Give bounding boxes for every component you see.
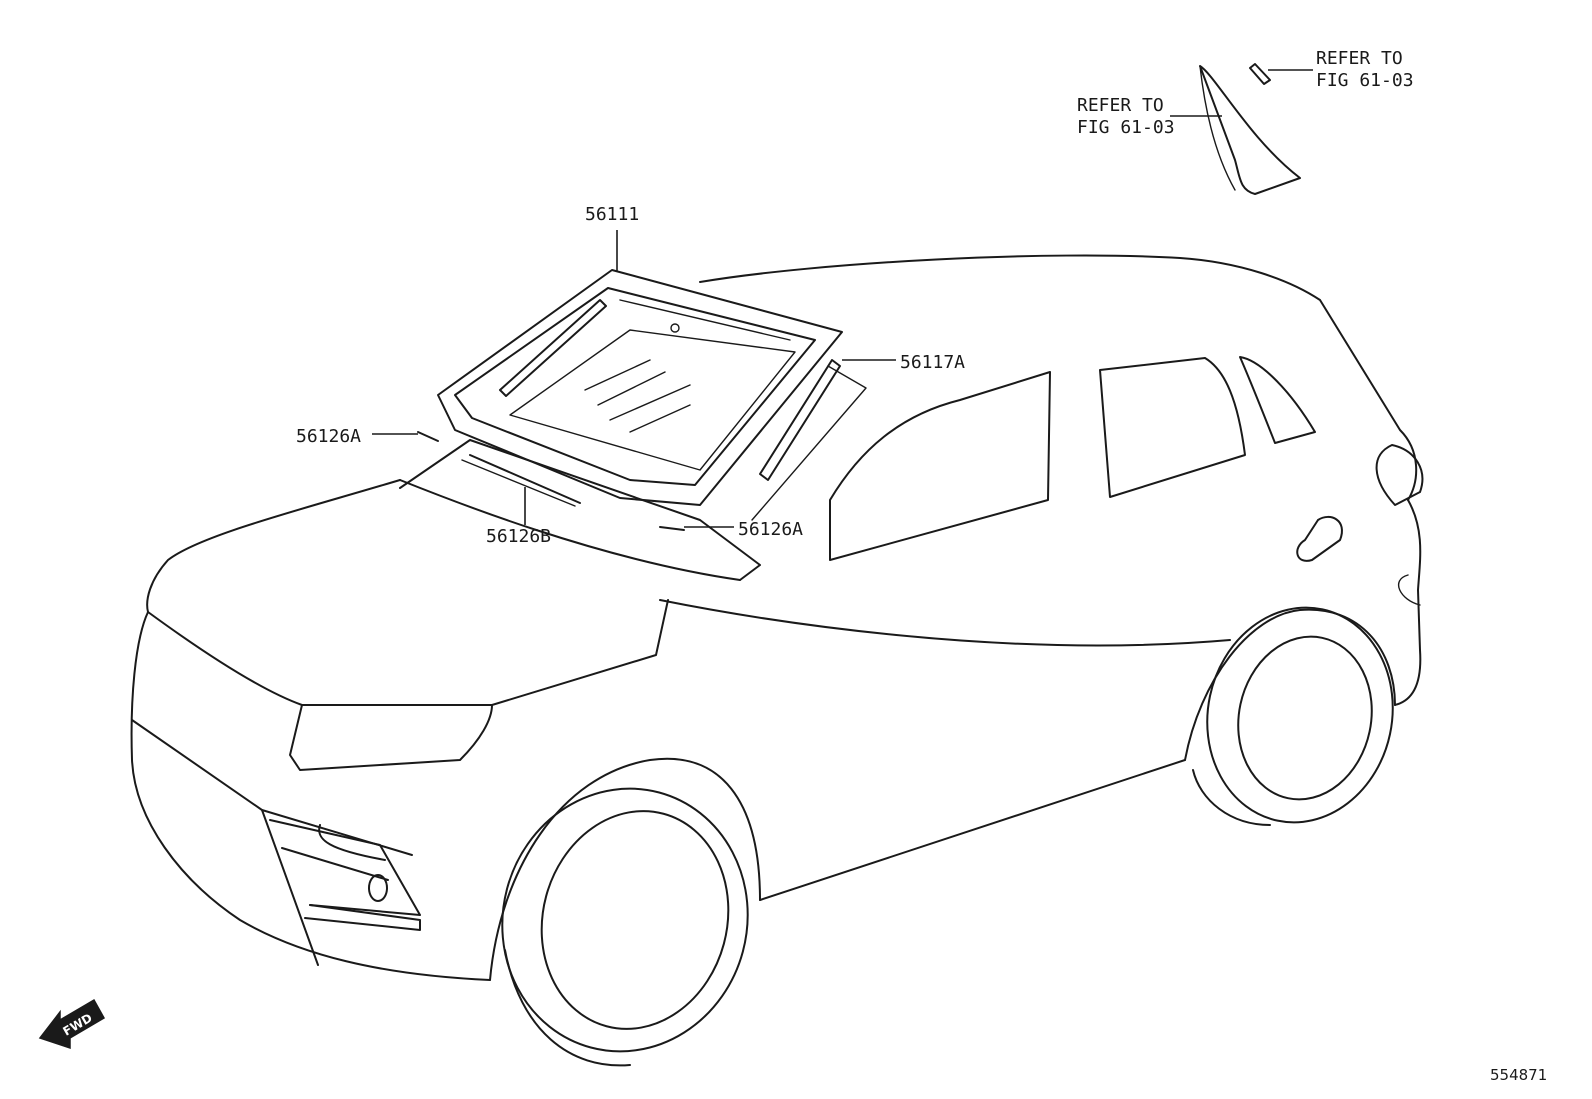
part-label-56126a-left[interactable]: 56126A <box>296 426 361 447</box>
windshield-glass[interactable] <box>437 269 843 506</box>
reference-line-1: REFER TO <box>1316 48 1403 69</box>
reference-line-2: FIG 61-03 <box>1077 117 1175 138</box>
side-molding[interactable] <box>751 359 867 521</box>
vehicle-outline <box>130 254 1424 1067</box>
quarter-glass-piece <box>1199 63 1301 195</box>
part-label-56117a[interactable]: 56117A <box>900 352 965 373</box>
reference-line-2: FIG 61-03 <box>1316 70 1414 91</box>
lower-strip[interactable] <box>461 454 581 507</box>
leader-lines <box>372 69 1313 528</box>
forward-direction-arrow-icon: FWD <box>38 998 106 1050</box>
part-label-56126a-right[interactable]: 56126A <box>738 519 803 540</box>
reference-line-1: REFER TO <box>1077 95 1164 116</box>
reference-note-upper[interactable]: REFER TO FIG 61-03 <box>1316 48 1414 91</box>
part-label-56126b[interactable]: 56126B <box>486 526 551 547</box>
retainer-clip-right[interactable] <box>659 526 685 531</box>
reference-note-lower[interactable]: REFER TO FIG 61-03 <box>1077 95 1175 138</box>
illustration-number: 554871 <box>1490 1066 1547 1084</box>
part-label-56111[interactable]: 56111 <box>585 204 639 225</box>
retainer-clip-left[interactable] <box>417 431 439 442</box>
